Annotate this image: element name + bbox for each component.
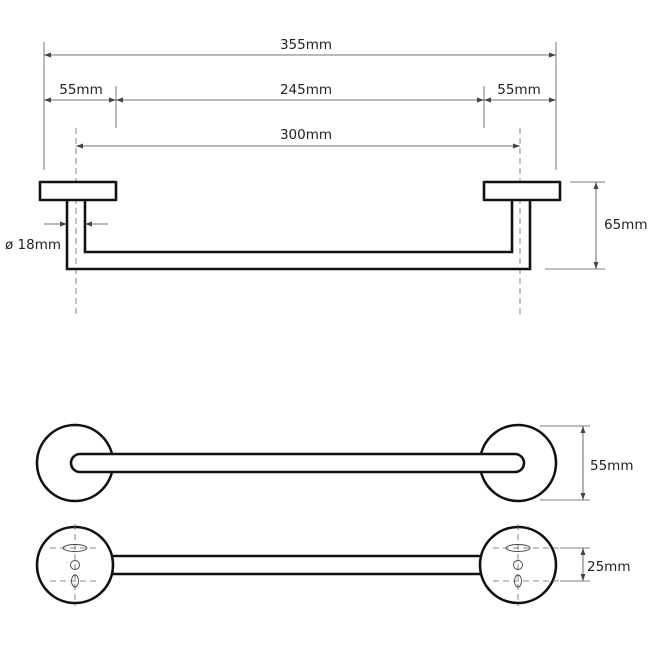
wall-plate-left	[38, 180, 118, 202]
dimension-center-distance: 300mm	[280, 127, 332, 143]
screw-hole-right-bottom	[514, 574, 522, 588]
dimension-projection: 65mm	[604, 217, 647, 233]
mounting-view: 25mm	[35, 524, 630, 606]
screw-hole-left-bottom	[71, 574, 79, 588]
dimension-base-diameter: 55mm	[590, 458, 633, 474]
front-view: 355mm 55mm 245mm 55mm 300mm ø 18mm 65mm	[5, 37, 647, 318]
towel-bar-top	[69, 452, 526, 474]
dimension-mount-spacing: 25mm	[587, 559, 630, 575]
dimension-bar-span: 245mm	[280, 82, 332, 98]
dimension-left-base: 55mm	[59, 82, 102, 98]
mounting-holes-right	[493, 524, 560, 606]
dimension-right-base: 55mm	[497, 82, 540, 98]
towel-bar-back	[98, 554, 498, 576]
slot-hole-left	[62, 544, 88, 552]
towel-bar-outer	[65, 200, 532, 271]
towel-bar-inner	[83, 200, 514, 254]
dimension-tube-diameter: ø 18mm	[5, 237, 61, 253]
top-view: 55mm	[35, 423, 633, 503]
screw-hole-right-center	[513, 560, 523, 570]
dimension-overall-length: 355mm	[280, 37, 332, 53]
slot-hole-right	[505, 544, 531, 552]
wall-plate-right	[482, 180, 562, 202]
screw-hole-left-center	[70, 560, 80, 570]
mounting-holes-left	[50, 524, 100, 606]
